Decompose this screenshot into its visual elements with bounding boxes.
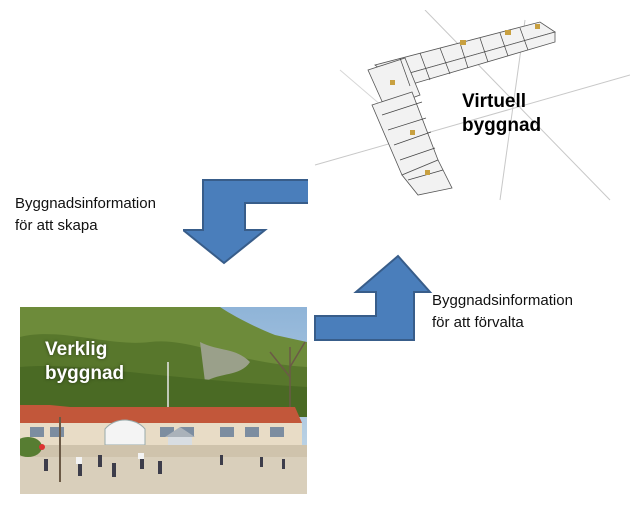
create-information-label: Byggnadsinformation för att skapa bbox=[15, 195, 156, 234]
arrow-up-right-icon bbox=[314, 254, 433, 341]
school-building-photo bbox=[20, 307, 307, 494]
real-building-title: Verklig byggnad bbox=[45, 339, 125, 384]
virtual-building-title: Virtuell byggnad bbox=[462, 91, 542, 136]
manage-information-label: Byggnadsinformation för att förvalta bbox=[432, 292, 573, 331]
arrow-down-left-icon bbox=[183, 179, 308, 265]
3d-building-model-icon bbox=[314, 10, 630, 201]
